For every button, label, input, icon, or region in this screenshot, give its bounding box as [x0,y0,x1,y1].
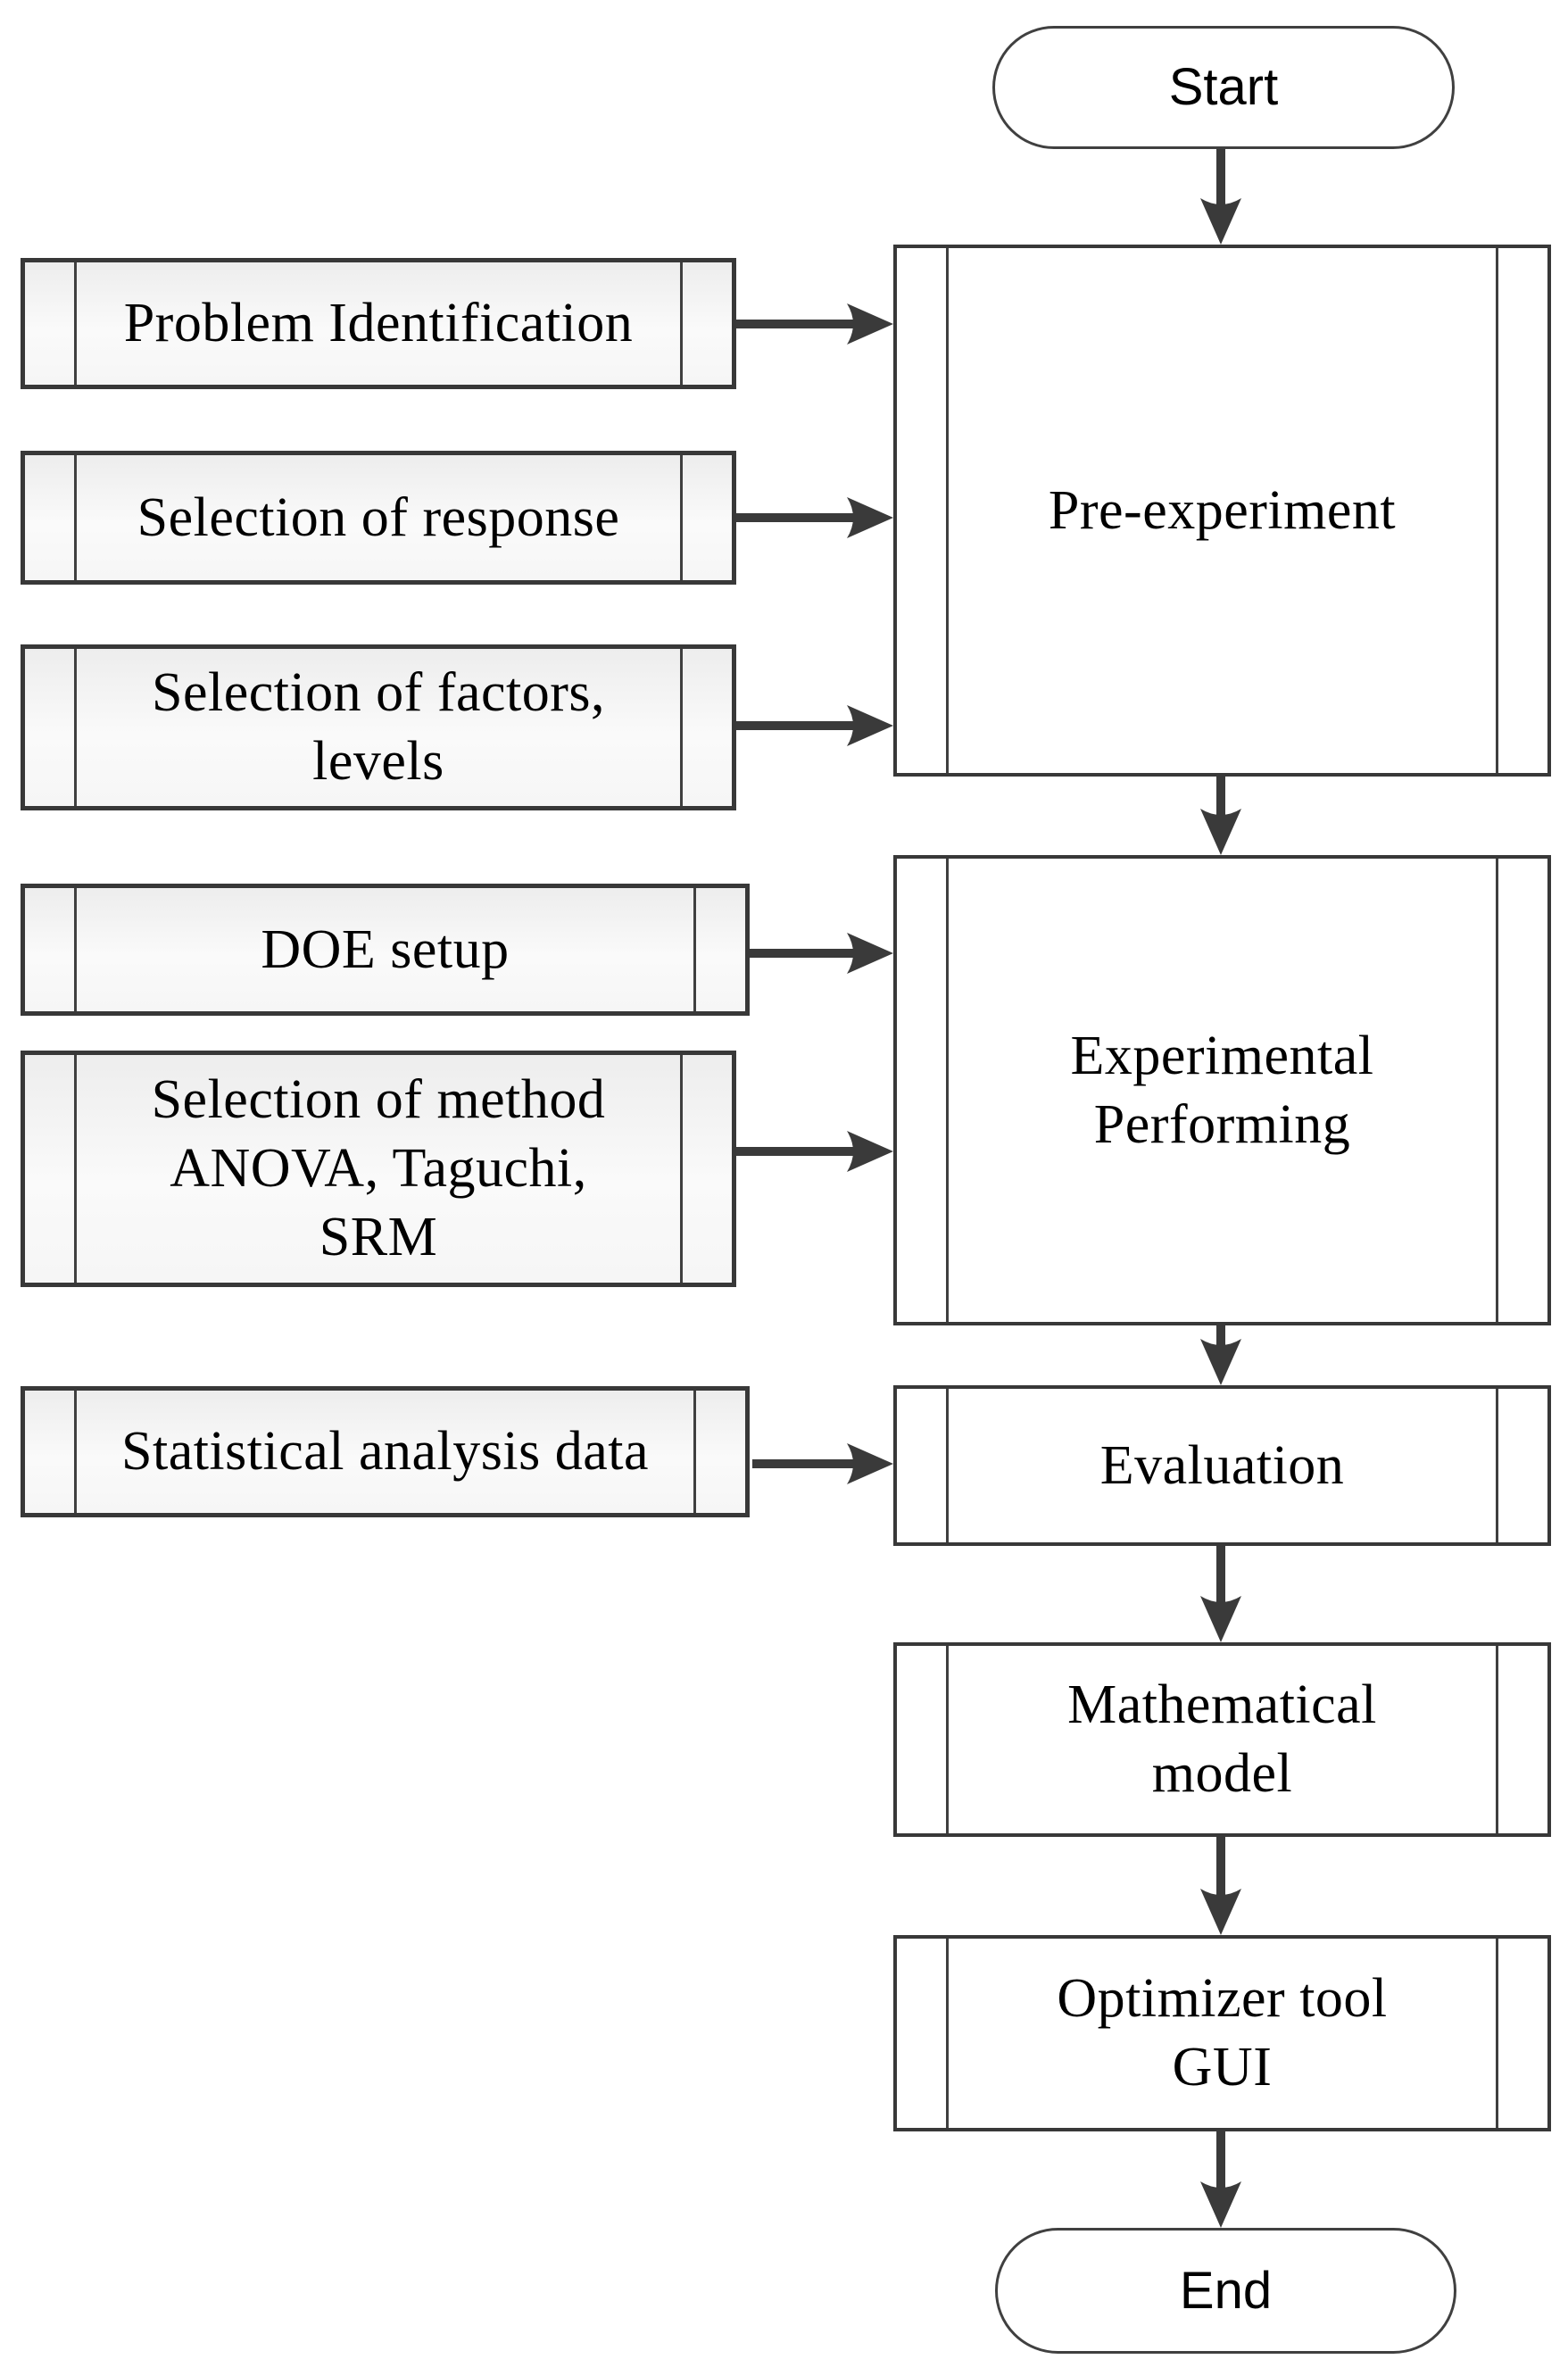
arrow-shaft [1216,1325,1225,1346]
arrow-shaft [1216,777,1225,816]
process-optimizer-tool-gui: Optimizer tool GUI [893,1935,1559,2140]
arrow-shaft [1216,1837,1225,1896]
process-experimental-performing: Experimental Performing [893,855,1559,1334]
arrow-problem-identification-to-pre-experiment [736,303,893,345]
arrow-shaft [752,1459,854,1468]
arrowhead-icon [847,705,893,746]
arrowhead-icon [1200,809,1241,855]
process-label: Selection of factors, levels [151,662,606,792]
process-pre-experiment: Pre-experiment [893,245,1559,785]
arrow-shaft [736,320,854,328]
arrow-shaft [1216,1546,1225,1603]
terminal-end-label: End [1179,2261,1273,2320]
arrow-start-to-pre-experiment [1200,149,1241,245]
process-label: Problem Identification [123,293,634,354]
process-selection-of-factors-levels: Selection of factors, levels [21,644,743,818]
arrowhead-icon [1200,1889,1241,1935]
process-label: Selection of method ANOVA, Taguchi, SRM [151,1069,606,1267]
arrowhead-icon [1200,2181,1241,2228]
arrowhead-icon [847,933,893,974]
arrow-shaft [736,721,854,730]
arrowhead-icon [847,1131,893,1172]
arrow-selection-factors-to-pre-experiment [736,705,893,746]
process-label: Selection of response [137,486,620,548]
terminal-end: End [995,2228,1465,2364]
process-label: Statistical analysis data [120,1421,650,1483]
arrow-evaluation-to-mathematical [1200,1546,1241,1642]
arrow-mathematical-to-optimizer [1200,1837,1241,1935]
process-evaluation: Evaluation [893,1385,1559,1555]
arrowhead-icon [1200,1339,1241,1385]
arrow-pre-experiment-to-experimental [1200,777,1241,855]
arrow-selection-response-to-pre-experiment [736,497,893,538]
process-selection-of-method: Selection of method ANOVA, Taguchi, SRM [21,1051,743,1295]
arrow-optimizer-to-end [1200,2131,1241,2228]
process-statistical-analysis-data: Statistical analysis data [21,1386,757,1525]
process-label: Experimental Performing [1070,1025,1374,1155]
arrowhead-icon [847,1443,893,1484]
process-label: DOE setup [261,918,510,980]
process-doe-setup: DOE setup [21,884,757,1024]
process-selection-of-response: Selection of response [21,451,743,593]
arrow-selection-method-to-experimental [736,1131,893,1172]
arrowhead-icon [847,497,893,538]
arrow-shaft [1216,149,1225,205]
process-mathematical-model: Mathematical model [893,1642,1559,1846]
arrow-shaft [736,1147,854,1156]
arrow-experimental-to-evaluation [1200,1325,1241,1385]
arrowhead-icon [1200,1596,1241,1642]
arrowhead-icon [1200,198,1241,245]
process-label: Optimizer tool GUI [1057,1968,1388,2098]
process-label: Mathematical model [1067,1674,1377,1804]
terminal-start-label: Start [1168,58,1279,117]
terminal-start: Start [992,26,1464,159]
arrow-doe-setup-to-experimental [750,933,893,974]
arrow-shaft [736,513,854,522]
arrow-shaft [750,949,854,958]
arrow-statistical-analysis-to-evaluation [752,1443,893,1484]
process-label: Evaluation [1099,1434,1345,1496]
arrow-shaft [1216,2131,1225,2189]
process-label: Pre-experiment [1048,479,1397,541]
process-problem-identification: Problem Identification [21,258,743,397]
arrowhead-icon [847,303,893,345]
